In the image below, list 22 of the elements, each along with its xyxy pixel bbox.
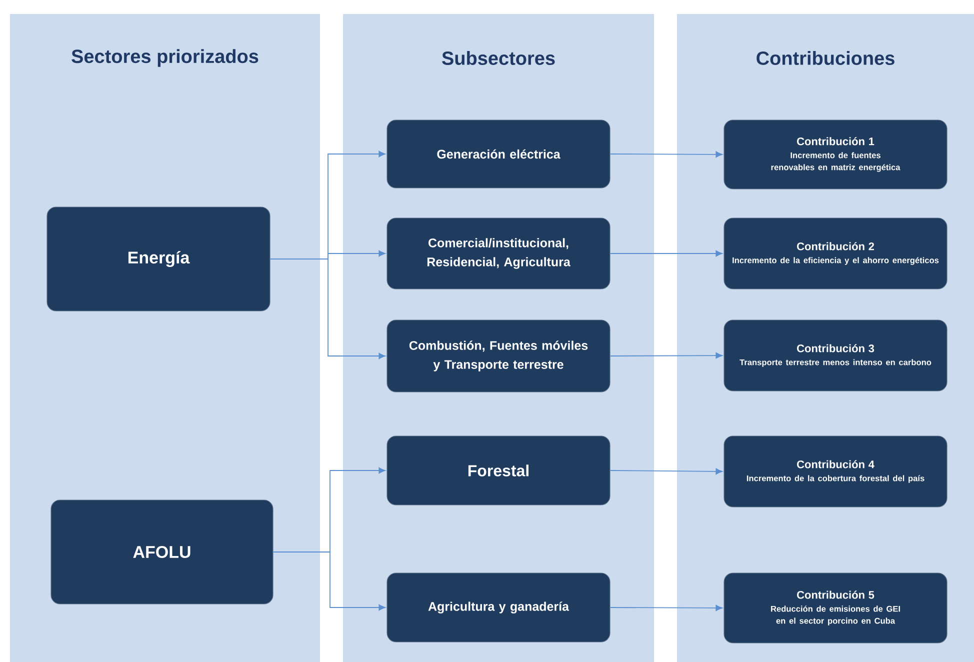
column-heading: Subsectores — [442, 51, 555, 65]
arrow — [272, 552, 386, 611]
arrow — [610, 250, 723, 257]
contribution-box: Contribución 1 Incremento de fuentes renovables en matriz energética — [724, 120, 948, 190]
contribution-box: Contribución 4 Incremento de la cobertura forestal del país — [724, 436, 948, 508]
column-heading: Sectores priorizados — [72, 49, 258, 67]
subsector-box: Combustión, Fuentes móviles y Transporte terrestre — [386, 320, 610, 392]
subsector-box: Forestal — [386, 436, 610, 506]
contribution-box: Contribución 5 Reducción de emisiones de GEI en el sector porcino en Cuba — [724, 572, 948, 644]
arrow — [610, 352, 723, 359]
arrow — [610, 604, 723, 612]
subsector-box: Agricultura y ganadería — [386, 572, 610, 642]
column-heading: Contribuciones — [756, 51, 894, 65]
contribution-box: Contribución 3 Transporte terrestre menos intenso en carbono — [724, 320, 948, 392]
arrow — [270, 258, 386, 360]
sector-box: Energía — [46, 206, 270, 312]
arrow — [610, 468, 723, 475]
contribution-box: Contribución 2 Incremento de la eficiencia y el ahorro energéticos — [724, 218, 948, 290]
arrow — [610, 151, 723, 158]
subsector-box: Comercial/institucional, Residencial, Agricultura — [386, 218, 610, 290]
sector-box: AFOLU — [50, 500, 274, 604]
subsector-box: Generación eléctrica — [386, 120, 610, 188]
